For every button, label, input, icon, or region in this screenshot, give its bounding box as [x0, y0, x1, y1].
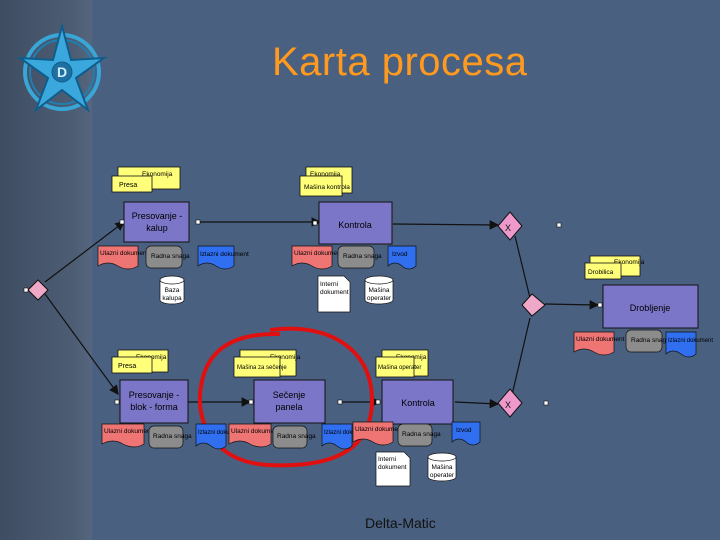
svg-text:dokument: dokument [378, 464, 407, 471]
svg-text:Baza: Baza [165, 287, 180, 294]
svg-text:Ulazni dokument: Ulazni dokument [231, 428, 280, 435]
svg-text:Radna snaga: Radna snaga [343, 253, 382, 260]
logo-letter: D [57, 64, 67, 80]
svg-text:Radna snaga: Radna snaga [631, 337, 670, 344]
svg-text:Presovanje -: Presovanje - [132, 211, 183, 221]
svg-text:Interni: Interni [320, 281, 338, 288]
gateway-mark: X [505, 223, 511, 233]
gateway-mark: X [505, 400, 511, 410]
event-start [23, 279, 49, 301]
svg-text:Radna snaga: Radna snaga [153, 433, 192, 440]
process-group-kontrola-bottom: Ekonomija Mašina operater Kontrola Ulazn… [352, 349, 481, 487]
svg-text:Ulazni dokument: Ulazni dokument [100, 250, 149, 257]
svg-text:Mašina kontrola: Mašina kontrola [304, 184, 350, 191]
process-group-presovanje-blok: Ekonomija Presa Presovanje - blok - form… [101, 349, 243, 450]
svg-text:Sečenje: Sečenje [273, 390, 306, 400]
svg-text:Interni: Interni [378, 456, 396, 463]
slide-footer: Delta-Matic [365, 515, 436, 531]
svg-text:dokument: dokument [320, 289, 349, 296]
gateway-2: X [497, 388, 549, 418]
slide-title: Karta procesa [272, 40, 528, 84]
process-group-presovanje-kalup: Ekonomija Presa Presovanje - kalup Ulazn… [97, 166, 249, 305]
svg-text:Ulazni dokument: Ulazni dokument [104, 428, 153, 435]
svg-text:Kontrola: Kontrola [401, 398, 435, 408]
svg-text:Presovanje -: Presovanje - [129, 390, 180, 400]
connector-lines [44, 217, 600, 409]
svg-text:operater: operater [367, 295, 392, 302]
svg-text:kalup: kalup [146, 223, 168, 233]
highlight-circle [197, 326, 375, 468]
svg-text:Radna snaga: Radna snaga [402, 431, 441, 438]
event-middle [521, 293, 546, 317]
svg-text:Radna snaga: Radna snaga [277, 433, 316, 440]
svg-text:Ulazni dokument: Ulazni dokument [294, 250, 343, 257]
svg-text:kalupa: kalupa [162, 295, 182, 302]
svg-text:Ekonomija: Ekonomija [142, 171, 173, 178]
svg-text:Radna snaga: Radna snaga [151, 253, 190, 260]
svg-text:Izvod: Izvod [392, 251, 408, 258]
svg-text:Izlazni dokument: Izlazni dokument [200, 251, 249, 258]
process-group-drobljenje: Ekonomija Drobilica Drobljenje Ulazni do… [573, 255, 713, 358]
svg-text:Ekonomija: Ekonomija [310, 171, 341, 178]
svg-text:Izvod: Izvod [456, 427, 472, 434]
svg-text:Mašina: Mašina [369, 287, 390, 294]
svg-text:Ulazni dokument: Ulazni dokument [576, 336, 625, 343]
svg-text:Izlazni dokument: Izlazni dokument [668, 338, 713, 344]
svg-text:Mašina operater: Mašina operater [378, 365, 421, 371]
svg-text:Presa: Presa [118, 363, 136, 370]
gateway-1: X [497, 211, 562, 241]
process-group-secenje-panela: Ekonomija Mašina za sečenje Sečenje pane… [228, 349, 369, 450]
svg-text:Drobilica: Drobilica [588, 269, 614, 276]
svg-text:Izlazni dokument: Izlazni dokument [324, 430, 369, 436]
svg-text:Ekonomija: Ekonomija [270, 354, 301, 361]
svg-text:Mašina za sečenje: Mašina za sečenje [237, 365, 287, 371]
svg-text:Ulazni dokument: Ulazni dokument [355, 426, 404, 433]
svg-text:Presa: Presa [119, 182, 137, 189]
svg-text:Ekonomija: Ekonomija [614, 259, 645, 266]
process-group-kontrola-top: Ekonomija Mašina kontrola Kontrola Ulazn… [291, 166, 417, 313]
svg-text:panela: panela [275, 402, 302, 412]
svg-text:blok - forma: blok - forma [130, 402, 178, 412]
svg-text:Mašina: Mašina [432, 464, 453, 471]
svg-text:Kontrola: Kontrola [338, 220, 372, 230]
svg-text:operater: operater [430, 472, 455, 479]
svg-text:Izlazni dokument: Izlazni dokument [198, 430, 243, 436]
svg-text:Drobljenje: Drobljenje [630, 303, 671, 313]
